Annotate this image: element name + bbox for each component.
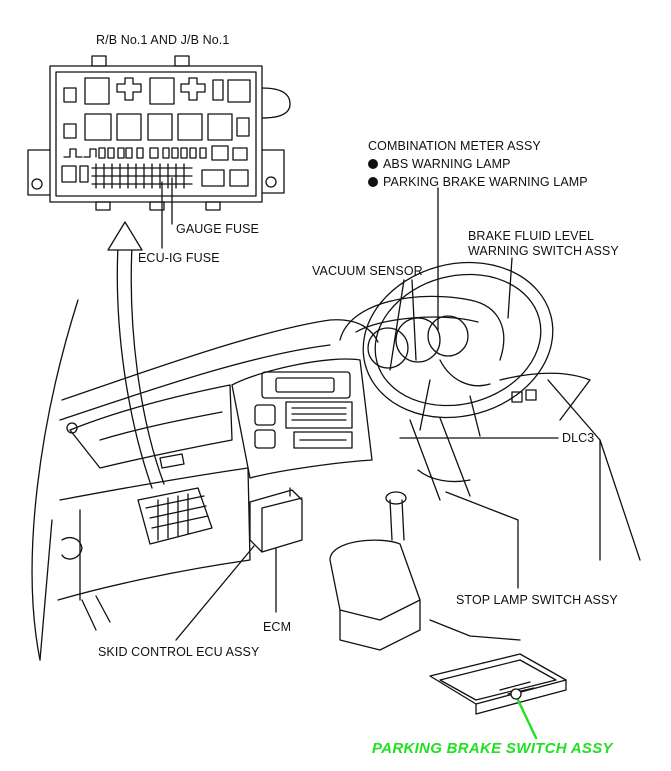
relocation-arrow [107, 221, 165, 489]
vacuum-sensor-leaders [389, 279, 417, 371]
relay-block-drawing [27, 55, 291, 211]
stop-lamp-leader [445, 491, 519, 589]
steering-and-meter-drawing [339, 261, 641, 561]
skid-control-leader [175, 545, 255, 641]
console-drawing [329, 491, 567, 715]
vacuum-sensor-label: VACUUM SENSOR [312, 264, 423, 278]
ecm-label: ECM [263, 620, 292, 634]
brake-fluid-label-2: WARNING SWITCH ASSY [468, 244, 619, 258]
stop-lamp-label: STOP LAMP SWITCH ASSY [456, 593, 618, 607]
abs-lamp-label: ABS WARNING LAMP [368, 157, 511, 172]
relay-block-label: R/B No.1 AND J/B No.1 [96, 33, 230, 47]
ecm-drawing [249, 487, 303, 553]
fluid-switch-leader [507, 257, 513, 319]
combination-meter-label: COMBINATION METER ASSY [368, 139, 541, 153]
gauge-fuse-label: GAUGE FUSE [176, 222, 259, 236]
bullet-icon [368, 177, 378, 187]
parking-lamp-label: PARKING BRAKE WARNING LAMP [368, 175, 588, 190]
parking-brake-switch-label: PARKING BRAKE SWITCH ASSY [372, 740, 613, 757]
skid-control-label: SKID CONTROL ECU ASSY [98, 645, 260, 659]
dashboard-drawing [31, 299, 379, 661]
bullet-icon [368, 159, 378, 169]
dlc3-label: DLC3 [562, 431, 595, 445]
brake-fluid-label-1: BRAKE FLUID LEVEL [468, 229, 595, 243]
ecu-ig-fuse-label: ECU-IG FUSE [138, 251, 220, 265]
parking-brake-switch [510, 688, 538, 740]
